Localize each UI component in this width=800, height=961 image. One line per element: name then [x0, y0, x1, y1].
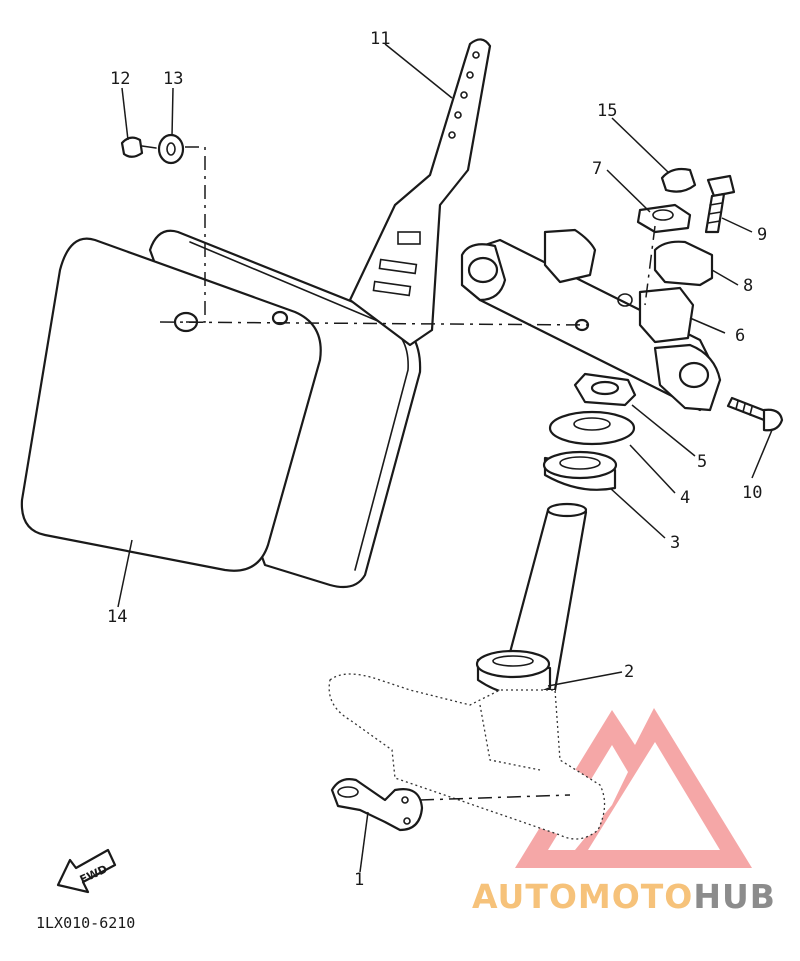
ring-nut-5: [573, 372, 637, 407]
callout-4: 4: [680, 488, 690, 508]
stay-hole: [454, 111, 462, 119]
washer-13: [157, 133, 185, 165]
callout-1: 1: [354, 870, 364, 890]
stem-top: [546, 502, 588, 518]
callout-10: 10: [742, 483, 762, 503]
callout-13: 13: [163, 69, 183, 89]
callout-6: 6: [735, 326, 745, 346]
stay-hole: [466, 71, 474, 79]
plate-hole: [271, 310, 289, 326]
leader-line: [171, 87, 174, 137]
number-plate-front: [20, 237, 322, 572]
screw-12: [120, 136, 157, 158]
nut-7: [636, 203, 692, 234]
callout-14: 14: [107, 607, 127, 627]
callout-2: 2: [624, 662, 634, 682]
stay-bracket: [348, 38, 492, 347]
callout-9: 9: [757, 225, 767, 245]
leader-line: [751, 429, 773, 479]
leader-line: [629, 444, 676, 494]
leader-line: [711, 269, 739, 286]
handlebar-holder-cap: [653, 240, 714, 287]
stay-hole: [460, 91, 468, 99]
watermark-text: AUTOMOTOHUB: [472, 877, 776, 916]
assembly-line: [644, 225, 656, 306]
assembly-line: [159, 321, 591, 326]
leader-line: [721, 217, 753, 233]
bolt-9: [704, 174, 736, 234]
assembly-line: [419, 794, 571, 801]
callout-12: 12: [110, 69, 130, 89]
bearing-2: [475, 649, 552, 696]
watermark-word-2: HUB: [693, 877, 776, 916]
callout-7: 7: [592, 159, 602, 179]
bolt-10: [726, 396, 784, 432]
leader-line: [359, 811, 369, 873]
leader-line: [117, 539, 133, 608]
logo-triangle-icon: [515, 708, 752, 868]
forward-arrow-icon: FWD: [56, 848, 117, 894]
cap-15: [660, 167, 697, 193]
leader-line: [611, 117, 669, 173]
callout-11: 11: [370, 29, 390, 49]
underbracket: [460, 228, 722, 412]
stay-hole: [472, 51, 480, 59]
stay-hole: [448, 131, 456, 139]
stay-slot: [378, 258, 418, 275]
bearing-cover-4: [548, 410, 636, 446]
callout-15: 15: [597, 101, 617, 121]
watermark-logo: [515, 708, 752, 868]
hose-guide-1: [330, 778, 424, 832]
leader-line: [547, 671, 623, 687]
stay-slot: [397, 231, 421, 245]
leader-line: [689, 317, 726, 334]
bearing-3: [542, 450, 618, 491]
callout-5: 5: [697, 452, 707, 472]
leader-line: [609, 487, 666, 539]
diagram-code: 1LX010-6210: [36, 914, 135, 932]
stay-slot: [372, 280, 412, 297]
leader-line: [606, 169, 651, 213]
watermark-word-1: AUTOMOTO: [472, 877, 693, 916]
leader-line: [121, 87, 129, 141]
leader-line: [631, 404, 696, 457]
leader-line: [384, 43, 453, 99]
callout-3: 3: [670, 533, 680, 553]
callout-8: 8: [743, 276, 753, 296]
lower-bracket-ghost: [328, 673, 606, 840]
